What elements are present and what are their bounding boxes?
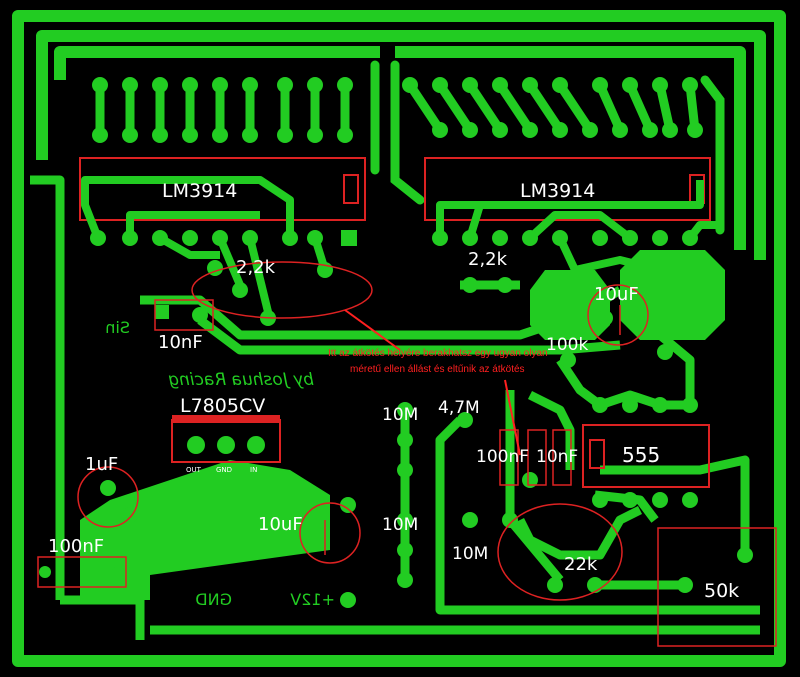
label-pot-50k: 50k bbox=[704, 580, 739, 602]
timer-555-body bbox=[582, 424, 710, 488]
timer-555-pads bbox=[592, 397, 698, 508]
ic-pads-top bbox=[92, 77, 703, 143]
label-c-100nf-mid: 100nF bbox=[476, 447, 529, 467]
label-r-4m7: 4,7M bbox=[438, 398, 480, 418]
regulator-pin-out: OUT bbox=[186, 466, 202, 474]
label-c-10nf-mid: 10nF bbox=[536, 447, 578, 467]
label-r-100k: 100k bbox=[546, 335, 588, 355]
label-r-10m-bottom: 10M bbox=[452, 544, 488, 564]
timer-label: 555 bbox=[622, 443, 660, 467]
label-c-1uf: 1uF bbox=[85, 454, 118, 475]
credit-text: by Joshua Racing bbox=[168, 370, 314, 390]
label-c-10nf-left: 10nF bbox=[158, 332, 203, 353]
annotation-pointer-line bbox=[344, 309, 401, 351]
ic-right-label: LM3914 bbox=[520, 180, 595, 202]
ic-pads-bottom bbox=[90, 230, 698, 246]
annotation-line-2: méretű ellen állást és eltűnik az átköté… bbox=[350, 364, 525, 375]
regulator-pin-in: IN bbox=[250, 466, 257, 474]
sin-label: Sin bbox=[105, 318, 130, 337]
label-c-10uf-bottom: 10uF bbox=[258, 514, 303, 535]
ic-left-label: LM3914 bbox=[162, 180, 237, 202]
label-r-10m-mid: 10M bbox=[382, 515, 418, 535]
label-r-10m-top: 10M bbox=[382, 405, 418, 425]
label-r-2k2-left: 2,2k bbox=[236, 257, 276, 278]
supply-label: +12V bbox=[290, 590, 335, 609]
annotation-pointer-line-2 bbox=[504, 379, 521, 456]
label-c-100nf-left: 100nF bbox=[48, 536, 104, 557]
gnd-label: GND bbox=[195, 590, 232, 609]
regulator-pin-gnd: GND bbox=[216, 466, 232, 474]
label-r-2k2-right: 2,2k bbox=[468, 249, 508, 270]
ic-left-body bbox=[79, 157, 366, 221]
label-c-10uf-top: 10uF bbox=[594, 284, 639, 305]
copper-pours bbox=[80, 250, 725, 600]
regulator-label: L7805CV bbox=[180, 395, 265, 417]
regulator-body bbox=[171, 415, 281, 463]
label-r-22k: 22k bbox=[564, 554, 598, 575]
annotation-line-1: Itt az átkötés helyére berakhatsz egy ug… bbox=[328, 348, 548, 359]
component-pads bbox=[39, 260, 753, 608]
ic-left-top-traces bbox=[95, 60, 380, 175]
board-outline-traces bbox=[12, 10, 786, 667]
component-outlines bbox=[37, 261, 777, 647]
